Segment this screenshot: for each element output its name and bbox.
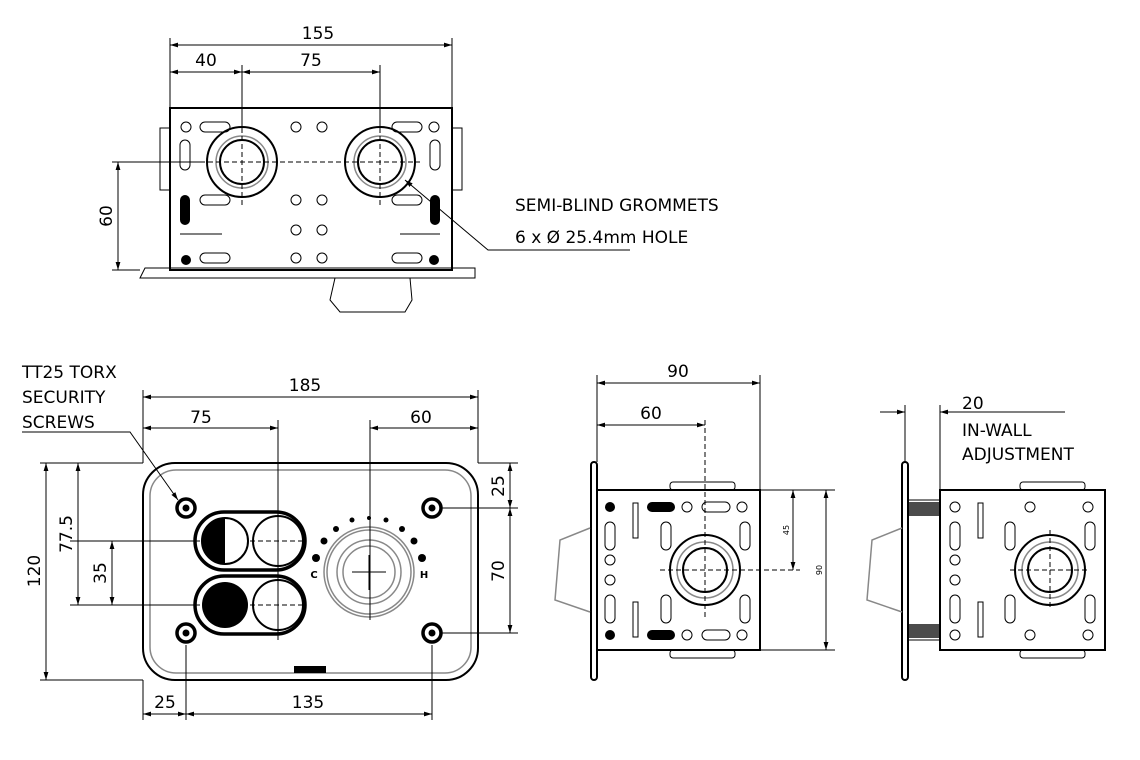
adjust-callout-line2: ADJUSTMENT xyxy=(962,445,1074,465)
dim-90-height: 90 xyxy=(815,565,824,575)
dim-25-left: 25 xyxy=(154,693,176,713)
dim-60-front: 60 xyxy=(410,408,432,428)
grommet-callout-line1: SEMI-BLIND GROMMETS xyxy=(515,196,719,216)
dim-155: 155 xyxy=(302,24,334,44)
screw-callout-line2: SECURITY xyxy=(22,388,106,408)
top-view: 155 40 75 60 SEMI-BLIND GROMMETS 6 x Ø 2… xyxy=(97,24,719,313)
screw-callout-line1: TT25 TORX xyxy=(21,363,117,383)
brand-logo xyxy=(294,666,326,673)
dim-60-side: 60 xyxy=(640,404,662,424)
dim-20: 20 xyxy=(962,394,984,414)
front-view: C H 185 75 60 25 70 120 77.5 35 25 135 T… xyxy=(21,363,518,720)
dim-25-top: 25 xyxy=(489,475,509,497)
adjustment-view: 20 IN-WALL ADJUSTMENT xyxy=(866,394,1106,681)
screw-callout-line3: SCREWS xyxy=(22,413,95,433)
dim-120: 120 xyxy=(25,555,45,587)
dim-45: 45 xyxy=(782,525,791,535)
dim-77-5: 77.5 xyxy=(57,515,77,553)
grommet-callout-line2: 6 x Ø 25.4mm HOLE xyxy=(515,228,688,248)
adjust-callout-line1: IN-WALL xyxy=(962,421,1032,441)
dim-60: 60 xyxy=(97,205,117,227)
flange xyxy=(139,267,476,279)
dim-90-depth: 90 xyxy=(667,362,689,382)
dim-35: 35 xyxy=(91,562,111,584)
hot-label: H xyxy=(420,570,428,581)
temperature-knob: C H xyxy=(310,516,428,618)
faceplate xyxy=(142,462,479,681)
valve-body xyxy=(329,277,413,313)
dim-75: 75 xyxy=(300,51,322,71)
dim-135: 135 xyxy=(292,693,324,713)
dim-40: 40 xyxy=(195,51,217,71)
dim-185: 185 xyxy=(289,376,321,396)
side-view: 90 60 45 90 xyxy=(554,362,835,681)
dim-75-front: 75 xyxy=(190,408,212,428)
cold-label: C xyxy=(310,570,317,581)
dim-70: 70 xyxy=(489,560,509,582)
